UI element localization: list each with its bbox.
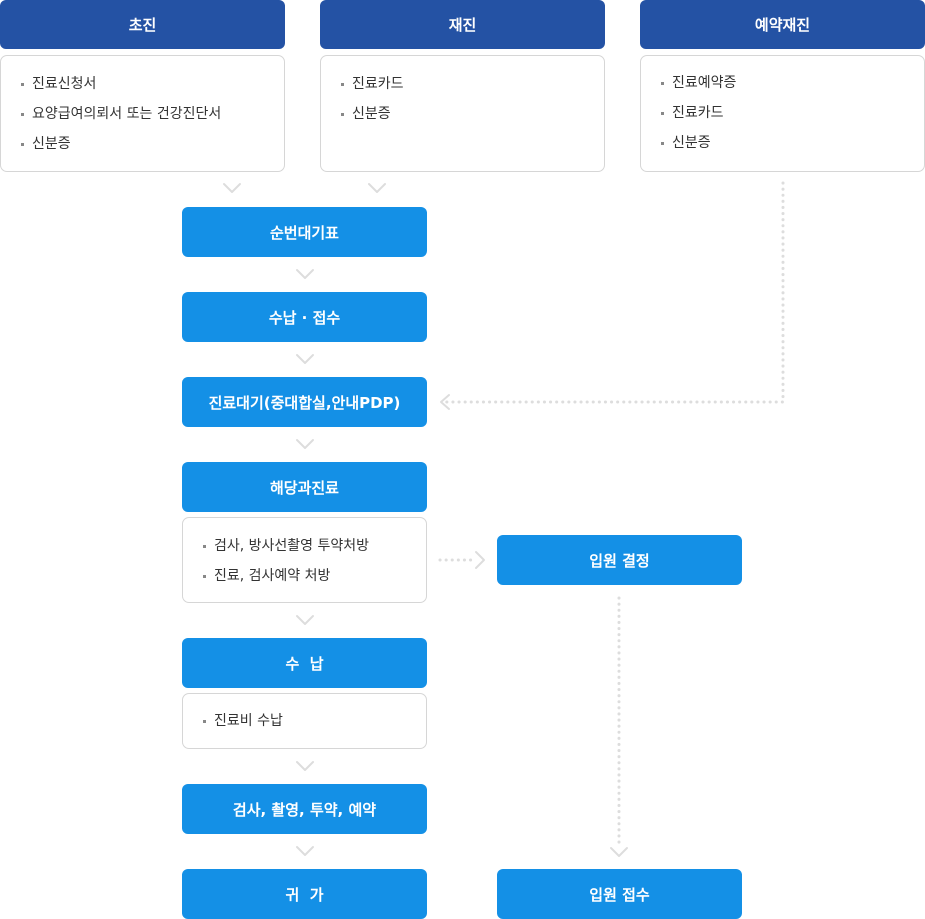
header-reserved-revisit: 예약재진 — [640, 0, 925, 49]
chevron-right-icon — [475, 551, 485, 569]
step-tests-reservation: 검사, 촬영, 투약, 예약 — [182, 784, 427, 834]
chevron-down-icon — [296, 439, 314, 449]
step-payment: 수 납 — [182, 638, 427, 688]
chevron-down-icon — [296, 615, 314, 625]
chevron-down-icon — [296, 354, 314, 364]
reserved-revisit-documents: 진료예약증 진료카드 신분증 — [640, 55, 925, 172]
list-item: 신분증 — [657, 128, 924, 158]
step-waiting: 진료대기(중대합실,안내PDP) — [182, 377, 427, 427]
list-item: 진료카드 — [337, 69, 604, 99]
chevron-down-icon — [368, 183, 386, 193]
chevron-down-icon — [296, 269, 314, 279]
chevron-down-icon — [223, 183, 241, 193]
list-item: 진료카드 — [657, 98, 924, 128]
list-item: 진료신청서 — [17, 69, 284, 99]
payment-box: 진료비 수납 — [182, 693, 427, 749]
admission-decision: 입원 결정 — [497, 535, 742, 585]
list-item: 신분증 — [17, 129, 284, 159]
list-item: 진료, 검사예약 처방 — [199, 561, 426, 591]
chevron-down-icon — [296, 846, 314, 856]
step-return-home: 귀 가 — [182, 869, 427, 919]
treatment-orders-box: 검사, 방사선촬영 투약처방 진료, 검사예약 처방 — [182, 517, 427, 603]
list-item: 진료비 수납 — [199, 706, 426, 736]
dotted-connector-reserved — [444, 181, 785, 404]
chevron-left-icon — [440, 394, 450, 410]
list-item: 신분증 — [337, 99, 604, 129]
step-payment-registration: 수납 · 접수 — [182, 292, 427, 342]
list-item: 요양급여의뢰서 또는 건강진단서 — [17, 99, 284, 129]
chevron-down-icon — [610, 847, 628, 857]
chevron-down-icon — [296, 761, 314, 771]
first-visit-documents: 진료신청서 요양급여의뢰서 또는 건강진단서 신분증 — [0, 55, 285, 172]
admission-reception: 입원 접수 — [497, 869, 742, 919]
list-item: 진료예약증 — [657, 68, 924, 98]
header-revisit: 재진 — [320, 0, 605, 49]
step-department-treatment: 해당과진료 — [182, 462, 427, 512]
header-first-visit: 초진 — [0, 0, 285, 49]
step-queue-ticket: 순번대기표 — [182, 207, 427, 257]
list-item: 검사, 방사선촬영 투약처방 — [199, 531, 426, 561]
revisit-documents: 진료카드 신분증 — [320, 55, 605, 172]
